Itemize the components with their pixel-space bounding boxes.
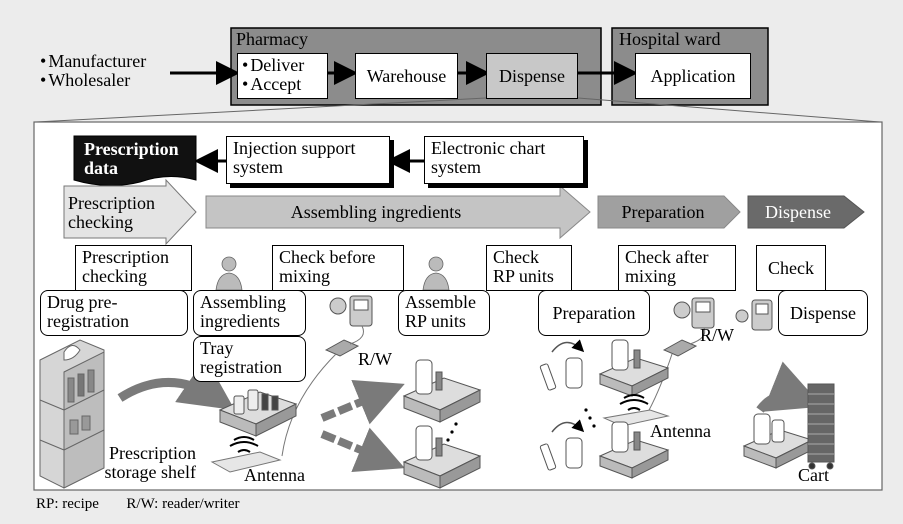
- injection-support-box: Injection support system: [226, 136, 390, 184]
- rw-label-2: R/W: [700, 325, 734, 345]
- source-list: Manufacturer Wholesaler: [40, 52, 146, 90]
- storage-shelf-label: Prescription storage shelf: [104, 443, 196, 482]
- dispense-tray-icon: [742, 413, 814, 469]
- arrow-to-tray-3: [320, 427, 405, 473]
- arrow-to-tray-2: [320, 379, 405, 425]
- cable-antenna-1: [281, 353, 337, 457]
- check-before-mixing-box: Check before mixing: [272, 245, 404, 291]
- cart-icon: [807, 383, 835, 470]
- footer-legend: RP: recipe R/W: reader/writer: [36, 496, 240, 513]
- flow-dispense-label: Dispense: [765, 201, 831, 222]
- tray-registration-box: Tray registration: [193, 336, 306, 382]
- preparation-box: Preparation: [538, 290, 650, 336]
- warehouse-box: Warehouse: [355, 53, 458, 99]
- prescription-data-shape: [73, 135, 197, 187]
- tray-icon-1: [218, 389, 298, 437]
- antenna-plate-1: [210, 451, 282, 473]
- drug-preregistration-box: Drug pre-registration: [40, 290, 188, 336]
- electronic-chart-box: Electronic chart system: [424, 136, 584, 184]
- source-wholesaler: Wholesaler: [40, 70, 146, 90]
- wireless-icon-1: [229, 436, 259, 453]
- flow-assembling-arrow: [205, 184, 591, 240]
- deliver-accept-box: Deliver Accept: [237, 53, 328, 99]
- tray-icon-3: [402, 425, 482, 489]
- preparation-items-top: [539, 339, 670, 397]
- flow-preparation-label: Preparation: [621, 201, 705, 222]
- ellipsis-dots-2: [584, 408, 596, 428]
- antenna-label-2: Antenna: [650, 421, 711, 441]
- rw-label-1: R/W: [358, 349, 392, 369]
- assembling-ingredients-box: Assembling ingredients: [193, 290, 306, 336]
- flow-prescription-checking-arrow: [63, 178, 197, 246]
- pharmacy-title: Pharmacy: [236, 29, 308, 49]
- deliver-label: Deliver: [242, 56, 323, 75]
- terminal-icon-2: [673, 297, 715, 329]
- terminal-icon-3: [735, 299, 773, 331]
- rw-device-2: [662, 339, 698, 357]
- zoom-line-left: [35, 97, 487, 123]
- ellipsis-dots-1: [446, 422, 458, 442]
- wireless-icon-2: [619, 394, 649, 411]
- storage-shelf-icon: [39, 339, 105, 489]
- pharmacist-icon-1: [215, 256, 243, 291]
- dispense-box: Dispense: [486, 53, 578, 99]
- terminal-icon-1: [329, 295, 373, 327]
- source-manufacturer: Manufacturer: [40, 52, 146, 71]
- cable-2: [689, 327, 706, 345]
- cable-1: [349, 325, 364, 345]
- check-after-mixing-box: Check after mixing: [618, 245, 736, 291]
- curve-arrow-shelf-to-tray: [117, 357, 235, 411]
- footer-rw: R/W: reader/writer: [126, 496, 240, 512]
- flow-dispense-arrow: [747, 195, 865, 229]
- curve-arrow-to-cart: [756, 361, 823, 413]
- flow-assembling-label: Assembling ingredients: [290, 201, 462, 222]
- antenna-label-1: Antenna: [244, 465, 305, 485]
- application-box: Application: [635, 53, 751, 99]
- cart-label: Cart: [798, 465, 829, 485]
- check-prescription-box: Prescription checking: [75, 245, 192, 291]
- dispense-step-box: Dispense: [778, 290, 868, 336]
- footer-rp: RP: recipe: [36, 496, 99, 512]
- zoom-line-right: [577, 97, 881, 123]
- pharmacist-icon-2: [422, 256, 450, 291]
- check-box: Check: [756, 245, 826, 291]
- assemble-rp-units-box: Assemble RP units: [398, 290, 490, 336]
- flow-prescription-checking-label: Prescription checking: [68, 193, 155, 232]
- accept-label: Accept: [242, 74, 323, 94]
- preparation-items-bottom: [539, 419, 670, 479]
- tray-icon-2: [402, 359, 482, 423]
- cable-antenna-2: [647, 353, 673, 413]
- flow-preparation-arrow: [597, 195, 741, 229]
- check-rp-units-box: Check RP units: [486, 245, 572, 291]
- prescription-data-label: Prescription data: [84, 139, 179, 178]
- ward-title: Hospital ward: [619, 29, 721, 49]
